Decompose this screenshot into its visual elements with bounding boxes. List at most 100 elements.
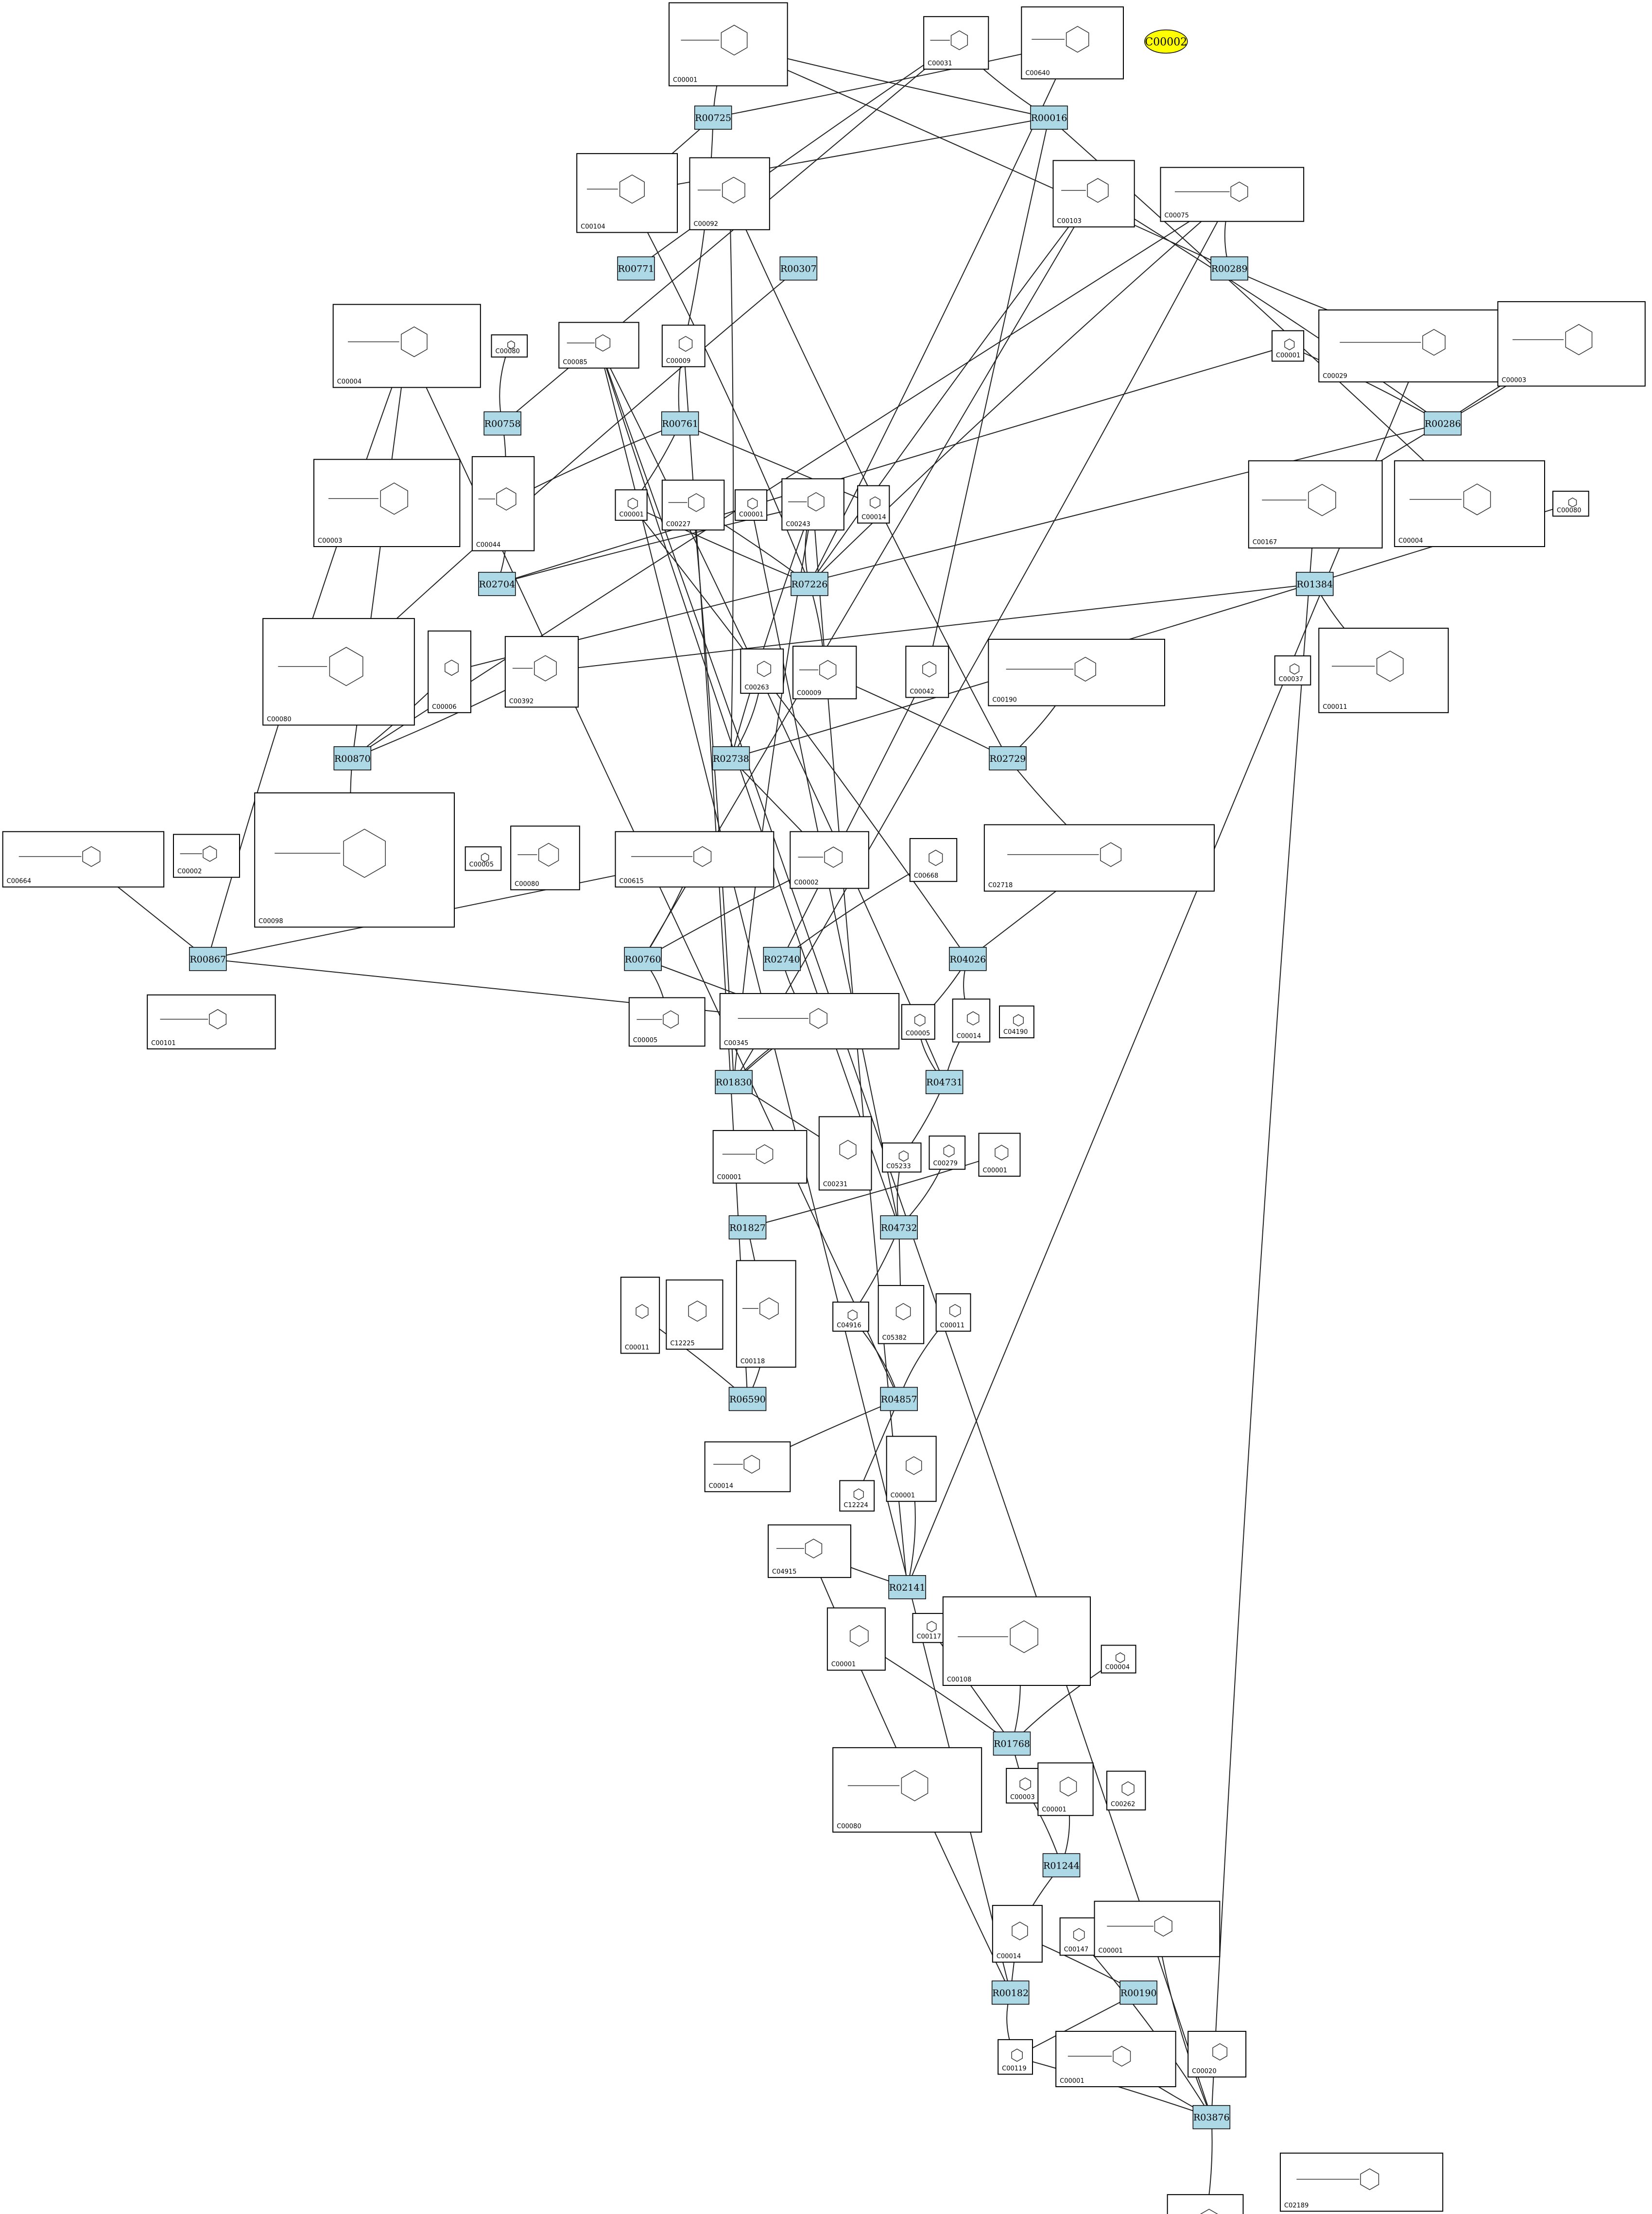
compound-box[interactable]: C00011 xyxy=(935,1293,971,1332)
reaction-node[interactable]: R04731 xyxy=(925,1070,964,1094)
compound-box[interactable]: C00103 xyxy=(1052,160,1135,228)
reaction-node[interactable]: R00771 xyxy=(617,256,655,281)
reaction-node[interactable]: R00016 xyxy=(1030,105,1068,130)
reaction-node[interactable]: R02141 xyxy=(888,1575,926,1599)
compound-box[interactable]: C00167 xyxy=(1248,460,1383,549)
compound-box[interactable]: C04916 xyxy=(832,1302,869,1332)
compound-box[interactable]: C00001 xyxy=(1094,1901,1221,1957)
reaction-node[interactable]: R02738 xyxy=(712,746,750,771)
compound-box[interactable]: C00014 xyxy=(704,1441,791,1493)
compound-box[interactable]: C00231 xyxy=(818,1116,872,1191)
compound-box[interactable]: C00003 xyxy=(1497,301,1646,387)
compound-box[interactable]: C00002 xyxy=(173,834,240,878)
compound-box[interactable]: C00029 xyxy=(1318,309,1529,383)
compound-box[interactable]: C00031 xyxy=(923,16,989,70)
compound-box[interactable]: C00011 xyxy=(620,1276,660,1354)
reaction-node[interactable]: R06590 xyxy=(728,1387,767,1411)
reaction-node[interactable]: R00190 xyxy=(1119,1980,1157,2005)
compound-box[interactable]: C00001 xyxy=(978,1133,1021,1177)
compound-box[interactable]: C00001 xyxy=(1055,2031,1176,2087)
compound-box[interactable]: C00227 xyxy=(661,480,725,531)
reaction-node[interactable]: R07226 xyxy=(791,572,828,596)
reaction-node[interactable]: R02729 xyxy=(989,746,1027,771)
compound-box[interactable]: C00001 xyxy=(712,1130,808,1184)
compound-box[interactable]: C00014 xyxy=(952,998,991,1043)
compound-box[interactable]: C00001 xyxy=(886,1436,937,1502)
highlight-compound[interactable]: C00002 xyxy=(1144,29,1188,54)
reaction-node[interactable]: R00761 xyxy=(661,411,699,436)
compound-box[interactable]: C00392 xyxy=(504,636,579,708)
compound-box[interactable]: C00080 xyxy=(1552,491,1589,517)
compound-box[interactable]: C00664 xyxy=(2,831,165,888)
compound-box[interactable]: C00014 xyxy=(857,485,890,524)
compound-box[interactable]: C00042 xyxy=(905,646,949,698)
reaction-node[interactable]: R00289 xyxy=(1210,256,1248,281)
compound-box[interactable]: C04190 xyxy=(999,1005,1034,1039)
compound-box[interactable]: C00640 xyxy=(1021,6,1124,80)
compound-box[interactable]: C12225 xyxy=(666,1279,723,1350)
reaction-node[interactable]: R04732 xyxy=(880,1215,918,1240)
compound-box[interactable]: C00004 xyxy=(1101,1645,1136,1674)
compound-box[interactable]: C00085 xyxy=(558,322,639,369)
compound-box[interactable]: C00263 xyxy=(740,648,784,694)
compound-box[interactable]: C02189 xyxy=(1280,2152,1444,2212)
compound-box[interactable]: C00004 xyxy=(1394,460,1546,548)
reaction-node[interactable]: R00867 xyxy=(189,947,227,971)
reaction-node[interactable]: R00286 xyxy=(1424,411,1462,436)
compound-box[interactable]: C00006 xyxy=(428,630,472,713)
reaction-node[interactable]: R01244 xyxy=(1042,1853,1081,1878)
compound-box[interactable]: C00117 xyxy=(912,1613,948,1643)
compound-box[interactable]: C00011 xyxy=(1318,628,1449,713)
compound-box[interactable]: C00001 xyxy=(1272,330,1305,362)
compound-box[interactable]: C00080 xyxy=(262,618,415,726)
compound-box[interactable]: C00020 xyxy=(1187,2031,1247,2078)
reaction-node[interactable]: R00758 xyxy=(483,411,521,436)
compound-box[interactable]: C00005 xyxy=(628,997,706,1047)
compound-box[interactable]: C00037 xyxy=(1274,655,1311,686)
compound-box[interactable]: C00262 xyxy=(1106,1770,1146,1811)
compound-box[interactable]: C00009 xyxy=(661,325,706,367)
compound-box[interactable]: C00119 xyxy=(998,2039,1033,2075)
compound-box[interactable]: C00001 xyxy=(669,2,788,86)
compound-box[interactable]: C00001 xyxy=(1037,1762,1094,1816)
compound-box[interactable]: C00279 xyxy=(929,1135,966,1170)
compound-box[interactable]: C00014 xyxy=(992,1905,1043,1963)
reaction-node[interactable]: R04026 xyxy=(949,947,987,971)
compound-box[interactable]: C00003 xyxy=(1006,1768,1042,1804)
reaction-node[interactable]: R00760 xyxy=(624,947,662,971)
reaction-node[interactable]: R03876 xyxy=(1192,2105,1231,2129)
compound-box[interactable]: C05382 xyxy=(878,1285,925,1344)
compound-box[interactable]: C00075 xyxy=(1160,167,1305,222)
compound-box[interactable]: C00003 xyxy=(313,459,461,548)
compound-box[interactable]: C00345 xyxy=(719,993,900,1049)
compound-box[interactable]: C00002 xyxy=(790,831,869,889)
compound-box[interactable]: C00101 xyxy=(147,994,276,1049)
compound-box[interactable]: C00190 xyxy=(988,638,1166,706)
reaction-node[interactable]: R00307 xyxy=(779,256,818,281)
compound-box[interactable]: C04915 xyxy=(768,1524,851,1578)
reaction-node[interactable]: R02704 xyxy=(478,572,516,596)
compound-box[interactable]: C00615 xyxy=(615,831,774,888)
compound-box[interactable]: C00005 xyxy=(901,1004,935,1040)
compound-box[interactable]: C00108 xyxy=(942,1596,1091,1686)
compound-box[interactable]: C00005 xyxy=(465,846,502,871)
compound-box[interactable]: C00001 xyxy=(826,1607,886,1671)
compound-box[interactable]: C00004 xyxy=(332,304,481,388)
compound-box[interactable]: C00668 xyxy=(909,838,958,882)
compound-box[interactable]: C00080 xyxy=(832,1747,982,1833)
reaction-node[interactable]: R00725 xyxy=(694,105,732,130)
reaction-node[interactable]: R01768 xyxy=(993,1731,1031,1756)
compound-box[interactable]: C02718 xyxy=(983,824,1215,892)
reaction-node[interactable]: R01384 xyxy=(1296,572,1334,596)
compound-box[interactable]: C00080 xyxy=(491,334,528,358)
reaction-node[interactable]: R01827 xyxy=(728,1215,767,1240)
compound-box[interactable]: C00098 xyxy=(254,792,455,928)
compound-box[interactable]: C00104 xyxy=(576,153,678,233)
compound-box[interactable]: C12224 xyxy=(839,1480,875,1512)
reaction-node[interactable]: R02740 xyxy=(763,947,801,971)
compound-box[interactable]: C00080 xyxy=(510,825,580,891)
compound-box[interactable]: C05233 xyxy=(882,1142,922,1173)
compound-box[interactable]: C00001 xyxy=(615,489,648,521)
compound-box[interactable]: C00013 xyxy=(1167,2194,1244,2214)
compound-box[interactable]: C00243 xyxy=(781,478,844,531)
